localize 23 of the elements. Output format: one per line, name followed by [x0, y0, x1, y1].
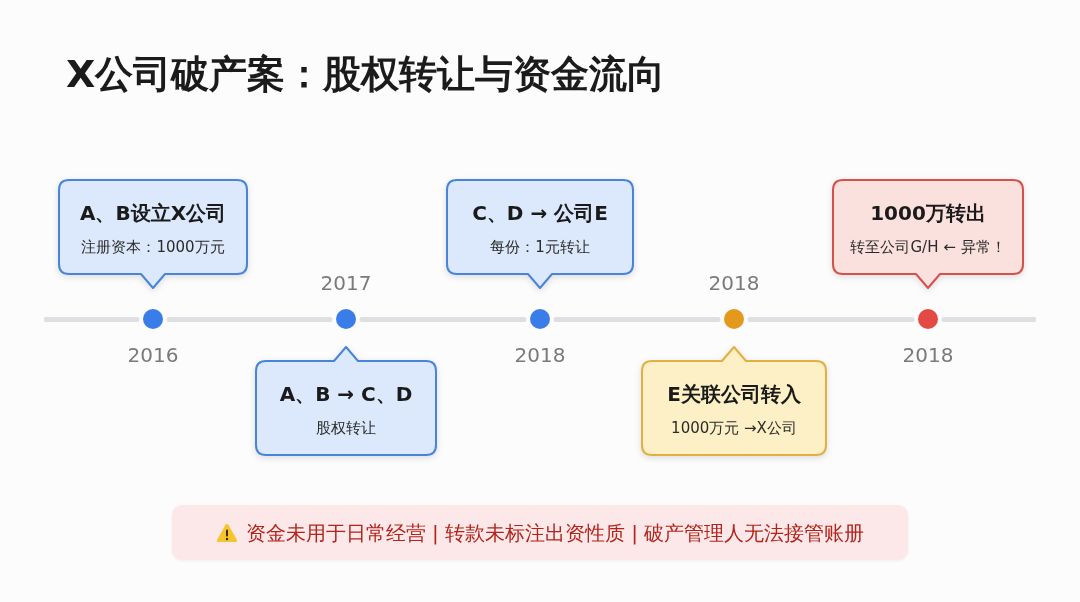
title: X公司破产案：股权转让与资金流向: [66, 51, 666, 98]
callout-text: 1000万元 →X公司: [671, 418, 797, 438]
callout-box: [58, 179, 248, 289]
callout-heading: C、D → 公司E: [472, 200, 608, 226]
callout-text: 股权转让: [316, 418, 376, 438]
callout-box: [446, 179, 634, 289]
warning-banner: [172, 505, 908, 560]
callout-text: 注册资本：1000万元: [81, 237, 225, 257]
callout-heading: 1000万转出: [870, 200, 986, 226]
callout-box: [832, 179, 1024, 289]
year-label: 2016: [127, 343, 179, 367]
callout-box: [255, 346, 437, 456]
callout-text: 转至公司G/H ← 异常！: [850, 237, 1006, 257]
year-label: 2018: [708, 271, 760, 295]
callout-heading: A、B设立X公司: [79, 200, 227, 226]
year-label: 2018: [514, 343, 566, 367]
callout-heading: A、B → C、D: [279, 381, 413, 407]
callout-text: 每份：1元转让: [490, 237, 590, 257]
year-label: 2017: [320, 271, 372, 295]
warning-text: 资金未用于日常经营 | 转款未标注出资性质 | 破产管理人无法接管账册: [245, 519, 865, 546]
callout-box: [641, 346, 827, 456]
year-label: 2018: [902, 343, 954, 367]
callout-heading: E关联公司转入: [667, 381, 801, 407]
